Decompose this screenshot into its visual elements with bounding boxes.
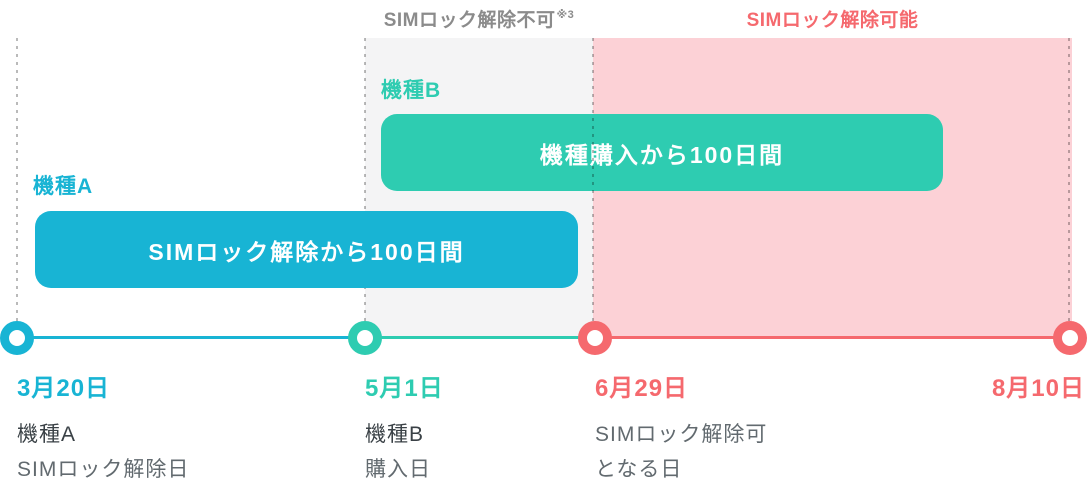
footnote-marker: ※3 — [556, 9, 575, 21]
timeline-label-4: 8月10日 — [992, 374, 1085, 417]
timeline-point-2-icon — [348, 321, 382, 355]
device-a-label: 機種A — [33, 175, 94, 198]
dashed-guide-date1 — [16, 38, 18, 336]
locked-zone-label: SIMロック解除不可 — [383, 10, 556, 31]
date-text: 5月1日 — [365, 375, 444, 402]
device-b-period-bar: 機種購入から100日間 — [381, 114, 943, 191]
timeline-label-2: 5月1日 機種B 購入日 — [365, 374, 444, 486]
timeline-point-1-icon — [0, 321, 34, 355]
date-caption-line1: 機種A — [17, 423, 77, 446]
device-a-period-bar: SIMロック解除から100日間 — [35, 211, 578, 288]
unlockable-zone-title: SIMロック解除可能 — [746, 10, 919, 31]
date-caption-line2: 購入日 — [365, 458, 431, 481]
device-b-label: 機種B — [381, 79, 442, 102]
timeline-segment-teal — [365, 336, 595, 339]
timeline-label-3: 6月29日 SIMロック解除可 となる日 — [595, 374, 767, 486]
date-caption-line2: SIMロック解除日 — [17, 458, 190, 481]
date-caption-line1: SIMロック解除可 — [595, 423, 768, 446]
dashed-guide-date3 — [592, 38, 594, 336]
date-caption-line1: 機種B — [365, 423, 425, 446]
dashed-guide-date2 — [364, 38, 366, 336]
device-a-period-text: SIMロック解除から100日間 — [148, 238, 465, 265]
timeline-point-4-icon — [1053, 321, 1087, 355]
timeline-segment-cyan — [17, 336, 365, 339]
dashed-guide-date4 — [1068, 38, 1070, 336]
locked-zone-title: SIMロック解除不可※3 — [365, 5, 593, 32]
timeline-segment-salmon — [595, 336, 1070, 339]
date-text: 3月20日 — [17, 375, 111, 402]
timeline-label-1: 3月20日 機種A SIMロック解除日 — [17, 374, 189, 486]
device-b-period-text: 機種購入から100日間 — [539, 141, 785, 168]
date-caption-line2: となる日 — [595, 458, 683, 481]
date-text: 8月10日 — [991, 375, 1085, 402]
timeline-point-3-icon — [578, 321, 612, 355]
date-text: 6月29日 — [595, 375, 689, 402]
